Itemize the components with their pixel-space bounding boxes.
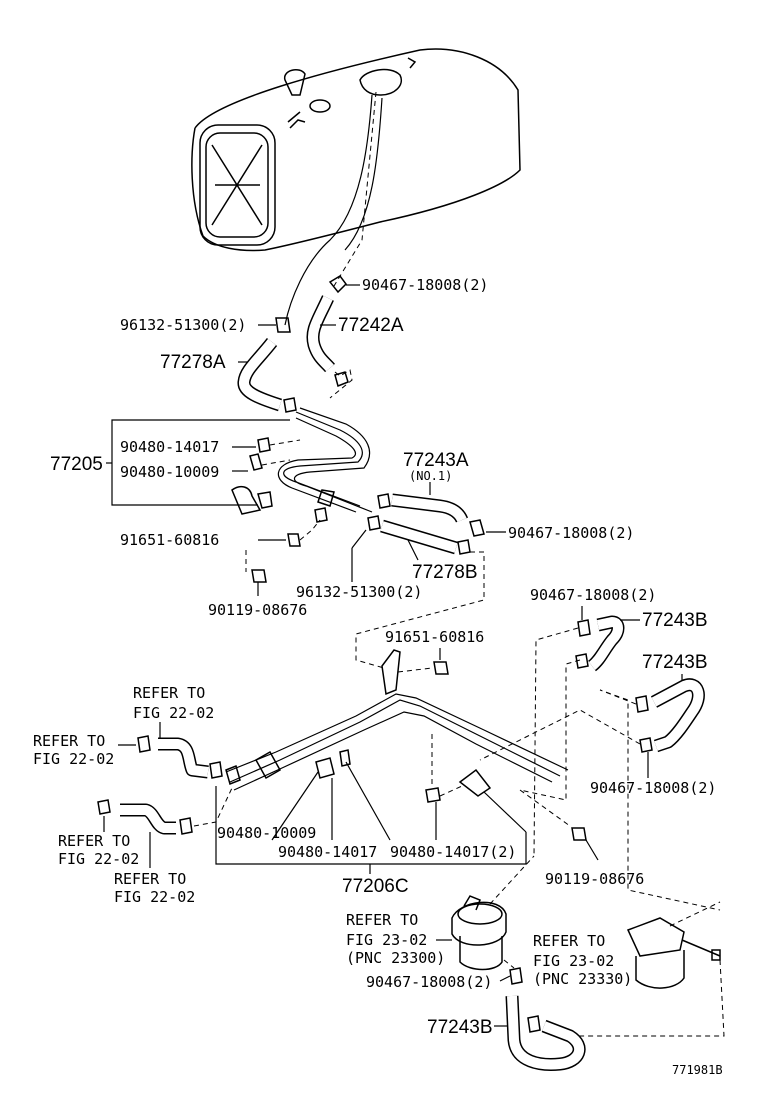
hose-refer-c [120,803,176,835]
hose-77243B-c [505,995,586,1071]
refer-b-line2: FIG 22-02 [33,750,114,768]
label-90467-right2: 90467-18008(2) [590,779,716,797]
label-90467-right: 90467-18008(2) [530,586,656,604]
label-90467-mid: 90467-18008(2) [508,524,634,542]
label-77278B: 77278B [412,562,478,583]
label-77243B-c: 77243B [427,1017,493,1038]
hose-refer-a [158,737,209,779]
refer-b-line1: REFER TO [33,732,105,750]
label-90119-a: 90119-08676 [208,601,307,619]
fuel-pipe-77205 [277,407,373,513]
label-90480-10009-b: 90480-10009 [217,824,316,842]
refer-d-line2: FIG 22-02 [114,888,195,906]
refer-c-line1: REFER TO [58,832,130,850]
refer-e-line1: REFER TO [346,911,418,929]
label-77206C: 77206C [342,876,409,897]
label-77205: 77205 [50,454,103,475]
label-90480-14017-b: 90480-14017 [278,843,377,861]
label-77243B-b: 77243B [642,652,708,673]
label-90480-14017-c: 90480-14017(2) [390,843,516,861]
refer-c-line2: FIG 22-02 [58,850,139,868]
refer-f-line3: (PNC 23330) [533,970,632,988]
label-77243A: 77243A [403,450,469,471]
clamp-icon [275,317,291,333]
label-96132-top: 96132-51300(2) [120,316,246,334]
hose-77278A [237,337,282,412]
refer-f-line1: REFER TO [533,932,605,950]
label-96132-mid: 96132-51300(2) [296,583,422,601]
label-91651-a: 91651-60816 [120,531,219,549]
label-90480-14017-a: 90480-14017 [120,438,219,456]
label-90480-10009-a: 90480-10009 [120,463,219,481]
refer-e-line2: FIG 23-02 [346,931,427,949]
refer-e-line3: (PNC 23300) [346,949,445,967]
label-77243A-note: (NO.1) [409,469,452,483]
label-90467-bottom: 90467-18008(2) [366,973,492,991]
fuel-filter-23330 [626,917,721,989]
diagram-id: 771981B [672,1063,723,1077]
label-90467-top: 90467-18008(2) [362,276,488,294]
label-90119-b: 90119-08676 [545,870,644,888]
hose-77243A [391,493,469,523]
fuel-filter-23300 [451,895,507,971]
group-77206C-bracket [215,786,527,865]
label-91651-b: 91651-60816 [385,628,484,646]
dash-line [333,91,377,287]
hose-77242A [306,295,335,373]
label-77242A: 77242A [338,315,404,336]
hose-77243B-a [587,615,625,672]
hose-77243B-b [650,678,705,753]
hose-77278B [380,519,458,555]
label-77278A: 77278A [160,352,226,373]
refer-a-line2: FIG 22-02 [133,704,214,722]
refer-d-line1: REFER TO [114,870,186,888]
refer-a-line1: REFER TO [133,684,205,702]
label-77243B-a: 77243B [642,610,708,631]
refer-f-line2: FIG 23-02 [533,952,614,970]
fuel-tank [191,48,521,252]
fuel-pipe-77206C [225,693,569,791]
clip-icon [328,275,347,294]
